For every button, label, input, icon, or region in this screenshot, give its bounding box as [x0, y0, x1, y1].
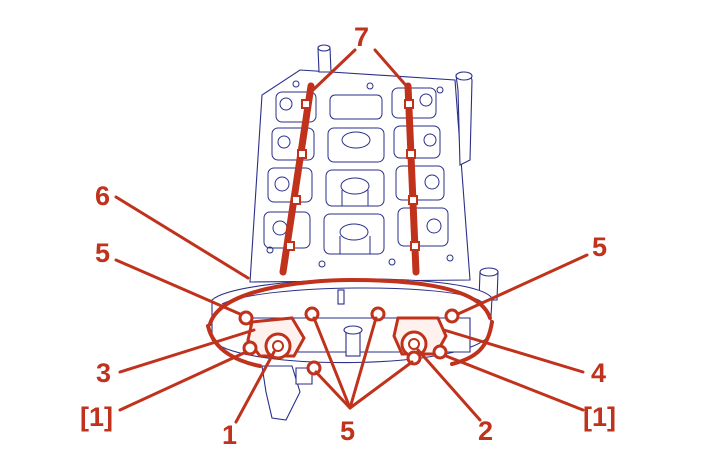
callout-3: 3 — [96, 358, 111, 388]
bolt-upper-mid-left — [304, 306, 320, 322]
head-bolt-dots — [266, 80, 454, 268]
leader-lines — [114, 48, 589, 424]
bolt-right — [444, 308, 460, 324]
bolt-ref-right — [432, 344, 448, 360]
callout-4: 4 — [591, 358, 606, 388]
callout-ref-left: [1] — [80, 402, 113, 432]
right-cam-bank — [391, 87, 449, 247]
callout-6: 6 — [95, 181, 110, 211]
callout-7: 7 — [354, 22, 369, 52]
left-sprocket — [246, 316, 306, 360]
highlighted-parts — [206, 82, 494, 376]
callout-5-left: 5 — [95, 238, 110, 268]
bolts — [238, 306, 460, 376]
center-bank — [323, 94, 385, 255]
callout-1: 1 — [222, 420, 237, 450]
callout-labels: 7 6 5 5 3 4 [1] [1] 1 5 2 — [80, 22, 616, 450]
bolt-left — [238, 310, 254, 326]
callout-ref-right: [1] — [583, 402, 616, 432]
bolt-upper-mid-right — [370, 306, 386, 322]
callout-5-right: 5 — [592, 232, 607, 262]
callout-2: 2 — [478, 416, 493, 446]
callout-5-bottom: 5 — [340, 416, 355, 446]
front-plate-outline — [208, 277, 492, 326]
